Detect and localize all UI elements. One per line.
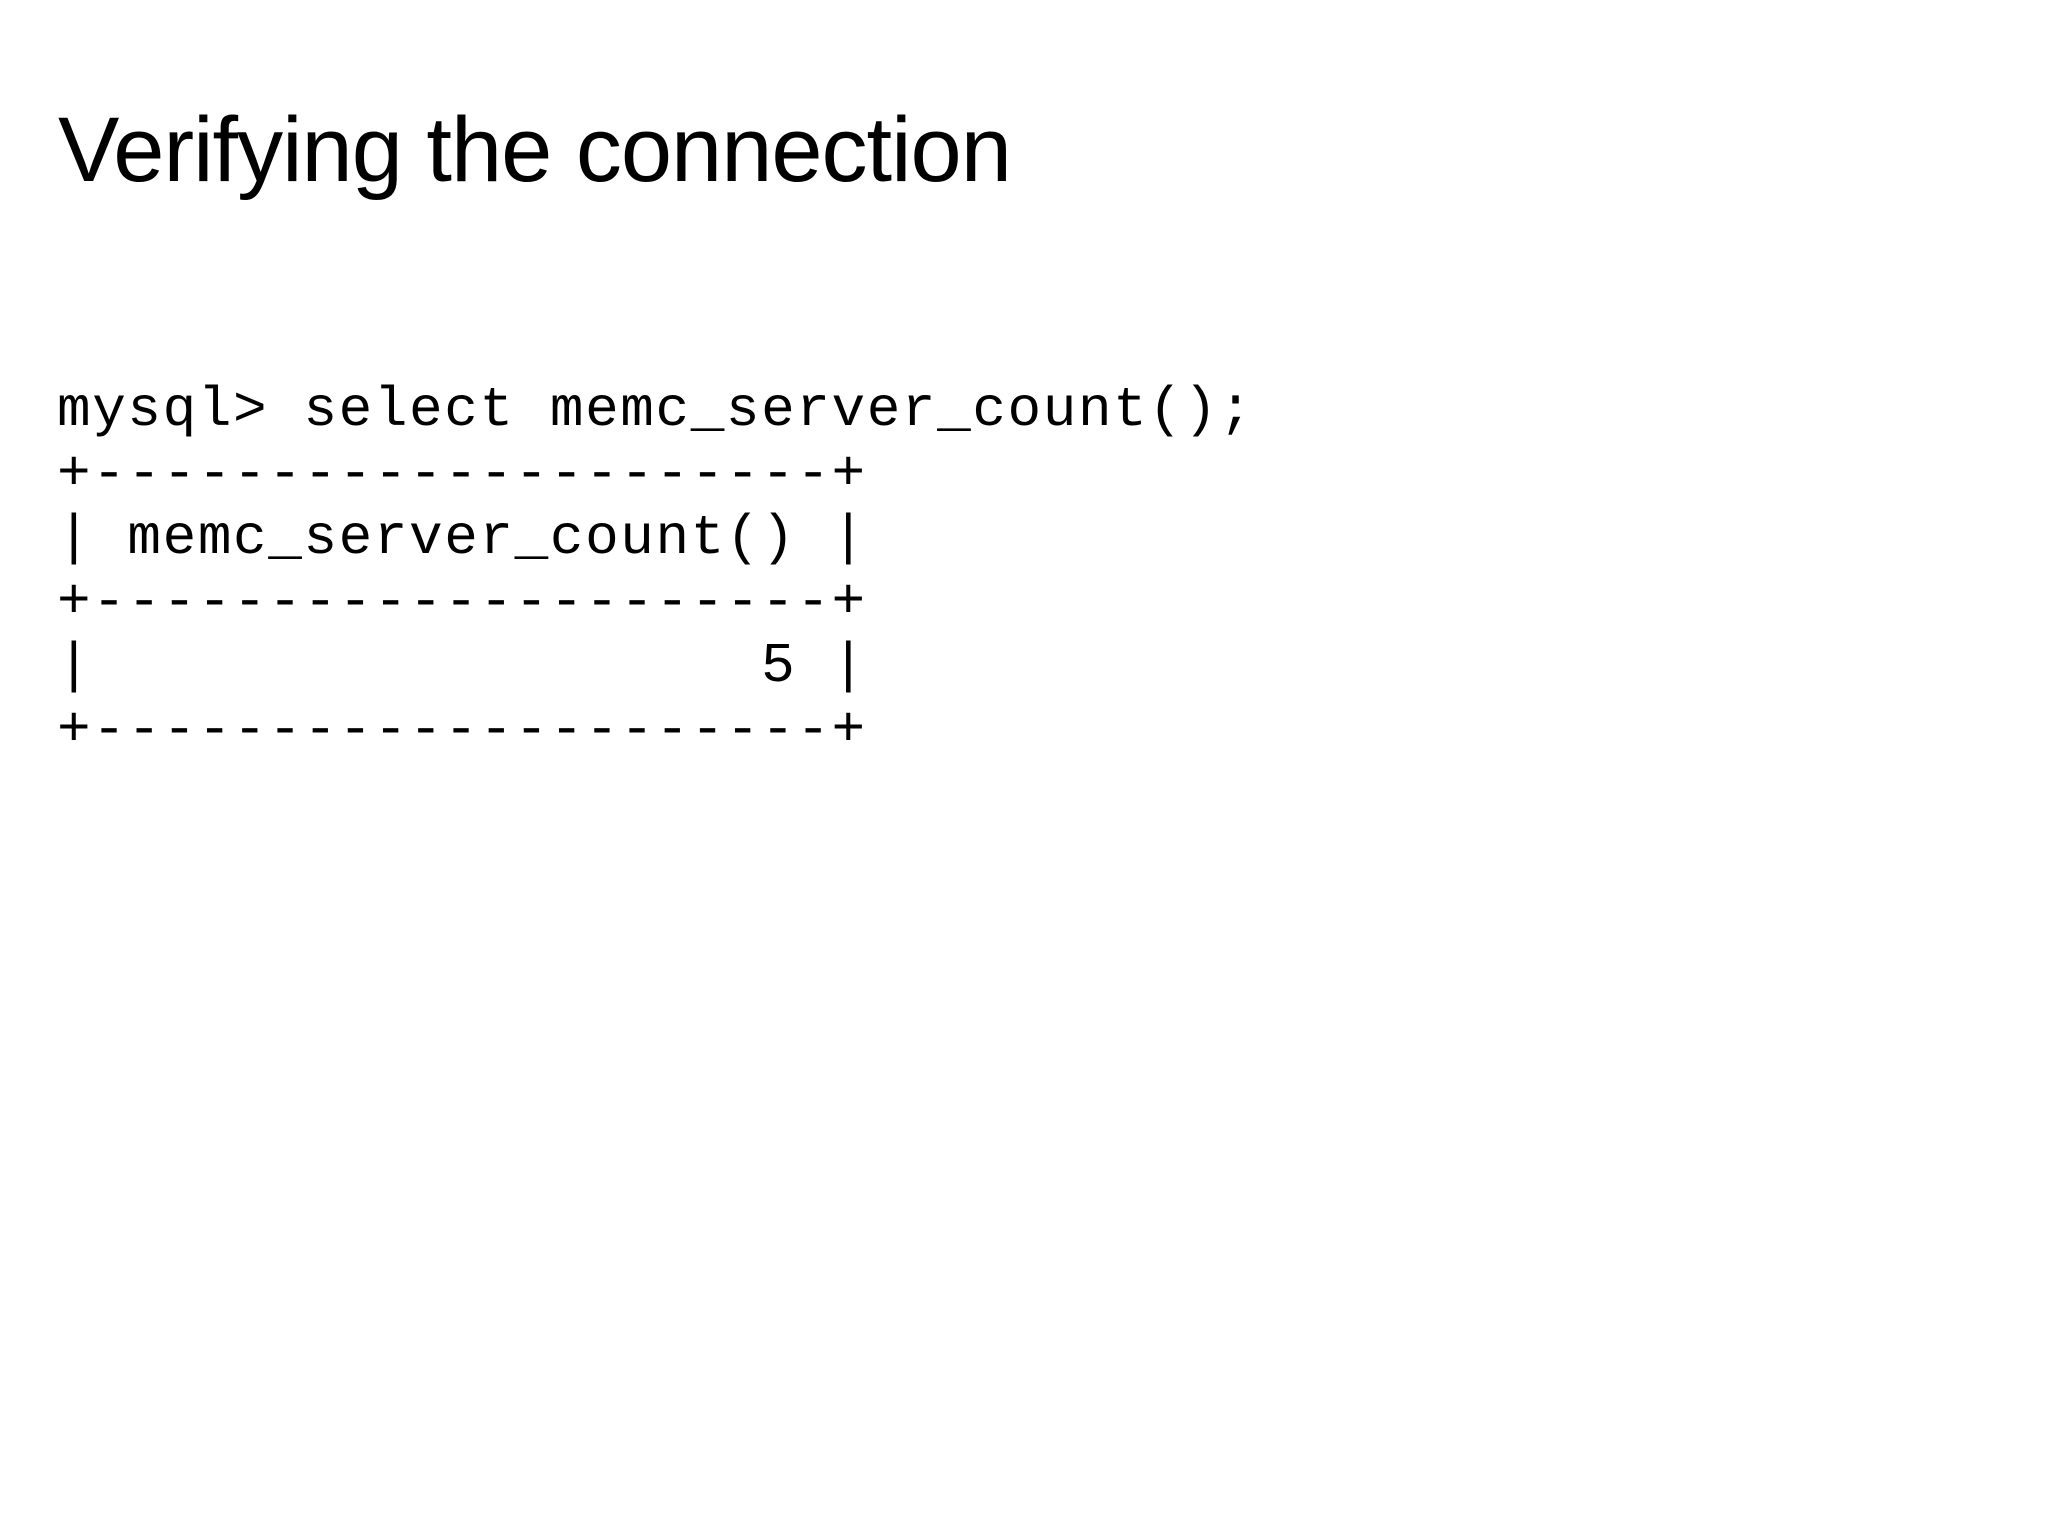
terminal-line-value-row: | 5 | (57, 634, 867, 698)
terminal-line-command: mysql> select memc_server_count(); (57, 378, 1254, 442)
terminal-line-header-border: +---------------------+ (57, 570, 867, 634)
terminal-line-top-border: +---------------------+ (57, 442, 867, 506)
terminal-output-block: mysql> select memc_server_count();+-----… (57, 378, 1254, 762)
terminal-line-bottom-border: +---------------------+ (57, 698, 867, 762)
terminal-line-header: | memc_server_count() | (57, 506, 867, 570)
page-title: Verifying the connection (58, 98, 1012, 201)
